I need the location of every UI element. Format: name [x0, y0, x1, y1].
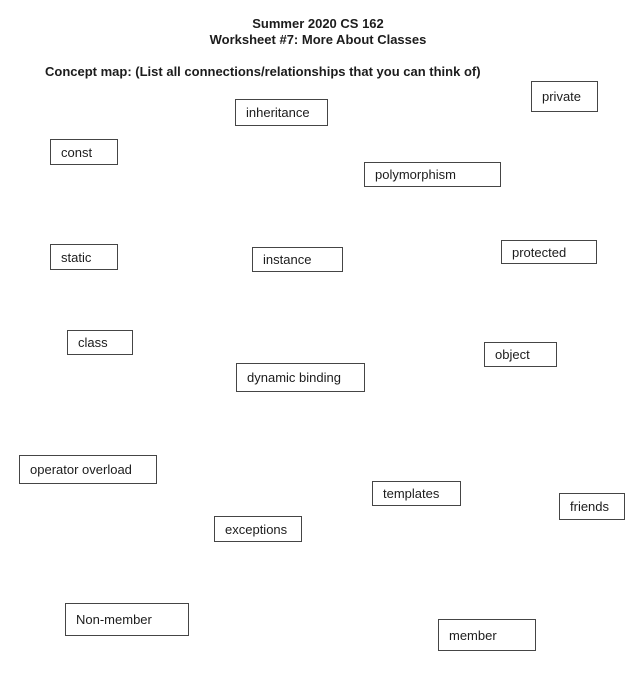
- concept-box-const[interactable]: const: [50, 139, 118, 165]
- concept-box-class[interactable]: class: [67, 330, 133, 355]
- concept-label: Non-member: [76, 612, 152, 627]
- concept-box-instance[interactable]: instance: [252, 247, 343, 272]
- concept-box-polymorphism[interactable]: polymorphism: [364, 162, 501, 187]
- concept-box-operator-overload[interactable]: operator overload: [19, 455, 157, 484]
- concept-box-private[interactable]: private: [531, 81, 598, 112]
- concept-label: operator overload: [30, 462, 132, 477]
- concept-label: instance: [263, 252, 312, 267]
- concept-label: private: [542, 89, 582, 104]
- concept-box-object[interactable]: object: [484, 342, 557, 367]
- concept-label: templates: [383, 486, 440, 501]
- concept-label: static: [61, 249, 92, 265]
- concept-label: exceptions: [225, 521, 288, 537]
- concept-box-friends[interactable]: friends: [559, 493, 625, 520]
- title-line-1: Summer 2020 CS 162: [252, 16, 384, 31]
- concept-label: const: [61, 144, 93, 160]
- concept-label: member: [449, 627, 497, 643]
- concept-box-dynamic-binding[interactable]: dynamic binding: [236, 363, 365, 392]
- concept-label: polymorphism: [375, 167, 456, 182]
- concept-box-static[interactable]: static: [50, 244, 118, 270]
- concept-label: class: [78, 335, 108, 350]
- worksheet-title: Summer 2020 CS 162 Worksheet #7: More Ab…: [0, 16, 636, 48]
- concept-box-exceptions[interactable]: exceptions: [214, 516, 302, 542]
- concept-label: protected: [512, 244, 567, 260]
- concept-box-protected[interactable]: protected: [501, 240, 597, 264]
- concept-label: dynamic binding: [247, 370, 341, 385]
- concept-box-non-member[interactable]: Non-member: [65, 603, 189, 636]
- concept-label: inheritance: [246, 105, 310, 120]
- concept-label: friends: [570, 499, 610, 514]
- concept-box-templates[interactable]: templates: [372, 481, 461, 506]
- concept-map-prompt: Concept map: (List all connections/relat…: [45, 64, 481, 79]
- concept-box-member[interactable]: member: [438, 619, 536, 651]
- concept-label: object: [495, 347, 530, 362]
- title-line-2: Worksheet #7: More About Classes: [209, 32, 427, 47]
- concept-box-inheritance[interactable]: inheritance: [235, 99, 328, 126]
